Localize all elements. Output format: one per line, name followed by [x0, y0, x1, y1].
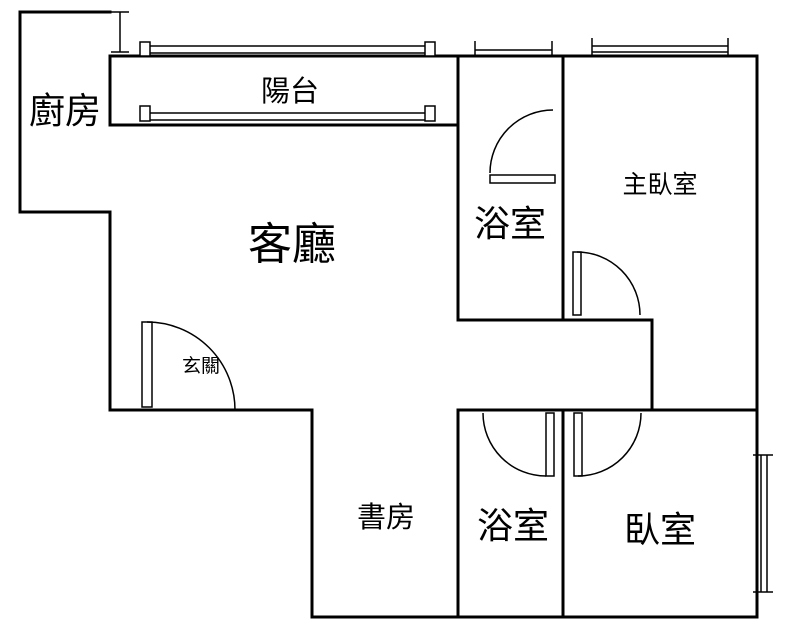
door-upper-bathroom [489, 109, 556, 184]
room-label-balcony: 陽台 [261, 74, 319, 108]
room-label-bathroom-lower: 浴室 [477, 506, 549, 547]
master-bedroom-window [591, 38, 729, 56]
room-label-kitchen: 廚房 [29, 91, 101, 132]
door-entrance [141, 321, 236, 411]
room-label-master-bedroom: 主臥室 [622, 170, 697, 199]
room-label-living-room: 客廳 [248, 219, 336, 270]
balcony-window-bottom [139, 105, 436, 122]
bathroom-window [474, 41, 553, 56]
walls [18, 10, 759, 619]
balcony-window-top [139, 41, 436, 57]
room-label-bathroom-upper: 浴室 [474, 204, 546, 245]
door-lower-bathroom [482, 412, 555, 477]
room-label-entrance: 玄關 [182, 355, 220, 377]
door-master-bedroom [572, 251, 641, 316]
door-bedroom [573, 412, 642, 477]
room-label-study: 書房 [357, 500, 415, 534]
room-label-bedroom: 臥室 [624, 510, 696, 551]
dimension-marker [111, 11, 129, 53]
bedroom-window [753, 454, 773, 593]
